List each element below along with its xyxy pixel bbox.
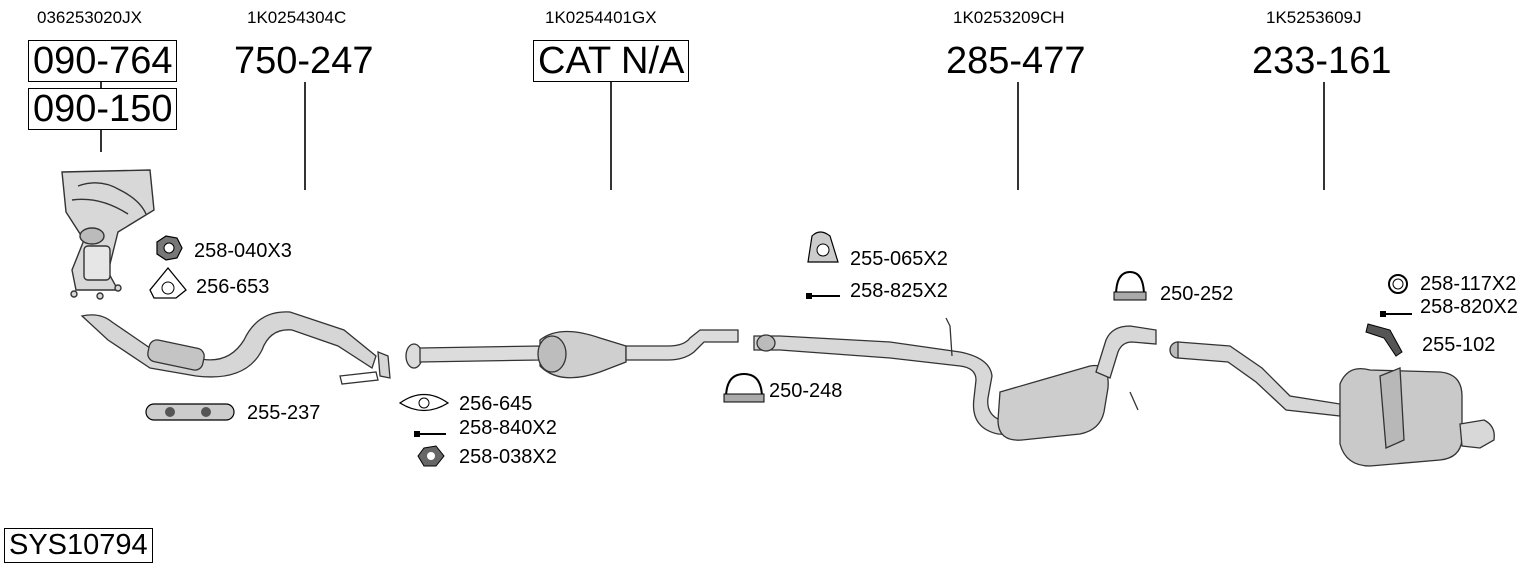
- part-code[interactable]: 233-161: [1252, 40, 1392, 82]
- accessory-label[interactable]: 258-840X2: [459, 417, 557, 439]
- part-code[interactable]: 285-477: [946, 40, 1086, 82]
- sealing-ring-icon: [1388, 274, 1408, 294]
- part-code-box[interactable]: 090-150: [28, 88, 178, 130]
- part-code[interactable]: 750-247: [234, 40, 374, 82]
- clamp-icon: [1113, 270, 1147, 301]
- accessory-label[interactable]: 256-653: [196, 276, 270, 298]
- hex-nut-icon: [156, 235, 183, 261]
- oem-number: 1K0254401GX: [545, 8, 657, 27]
- accessory-label[interactable]: 250-252: [1160, 283, 1234, 305]
- mounting-rubber-icon: [145, 403, 235, 421]
- oem-number: 036253020JX: [37, 8, 142, 27]
- accessory-label[interactable]: 255-237: [247, 402, 321, 424]
- accessory-label[interactable]: 258-820X2: [1420, 296, 1518, 318]
- oem-number: 1K0254304C: [247, 8, 347, 27]
- rear-silencer-illustration: [1169, 341, 1495, 467]
- clamp-icon: [723, 372, 765, 403]
- bolt-icon: [806, 293, 840, 299]
- flange-nut-icon: [417, 445, 445, 467]
- accessory-label[interactable]: 258-117X2: [1420, 273, 1517, 295]
- part-code-box[interactable]: 090-764: [28, 40, 178, 82]
- part-code-box[interactable]: CAT N/A: [533, 40, 690, 82]
- manifold-illustration: [61, 169, 155, 300]
- accessory-label[interactable]: 250-248: [769, 380, 843, 402]
- accessory-label[interactable]: 255-102: [1422, 334, 1496, 356]
- catalyst-pipe-illustration: [405, 329, 739, 379]
- system-code: SYS10794: [4, 528, 153, 563]
- gasket-icon: [398, 393, 450, 412]
- bolt-icon: [1380, 311, 1412, 317]
- front-pipe-illustration: [80, 311, 391, 385]
- leader-lines: [100, 82, 1325, 190]
- bracket-icon: [1365, 323, 1403, 357]
- accessory-label[interactable]: 256-645: [459, 393, 533, 415]
- accessory-label[interactable]: 258-038X2: [459, 446, 557, 468]
- middle-silencer-illustration: [753, 317, 1157, 441]
- gasket-icon: [149, 266, 187, 299]
- accessory-label[interactable]: 255-065X2: [850, 248, 948, 270]
- oem-number: 1K5253609J: [1266, 8, 1362, 27]
- oem-number: 1K0253209CH: [953, 8, 1065, 27]
- bolt-icon: [414, 431, 446, 437]
- accessory-label[interactable]: 258-040X3: [194, 240, 292, 262]
- accessory-label[interactable]: 258-825X2: [850, 280, 948, 302]
- rubber-hanger-icon: [807, 231, 839, 263]
